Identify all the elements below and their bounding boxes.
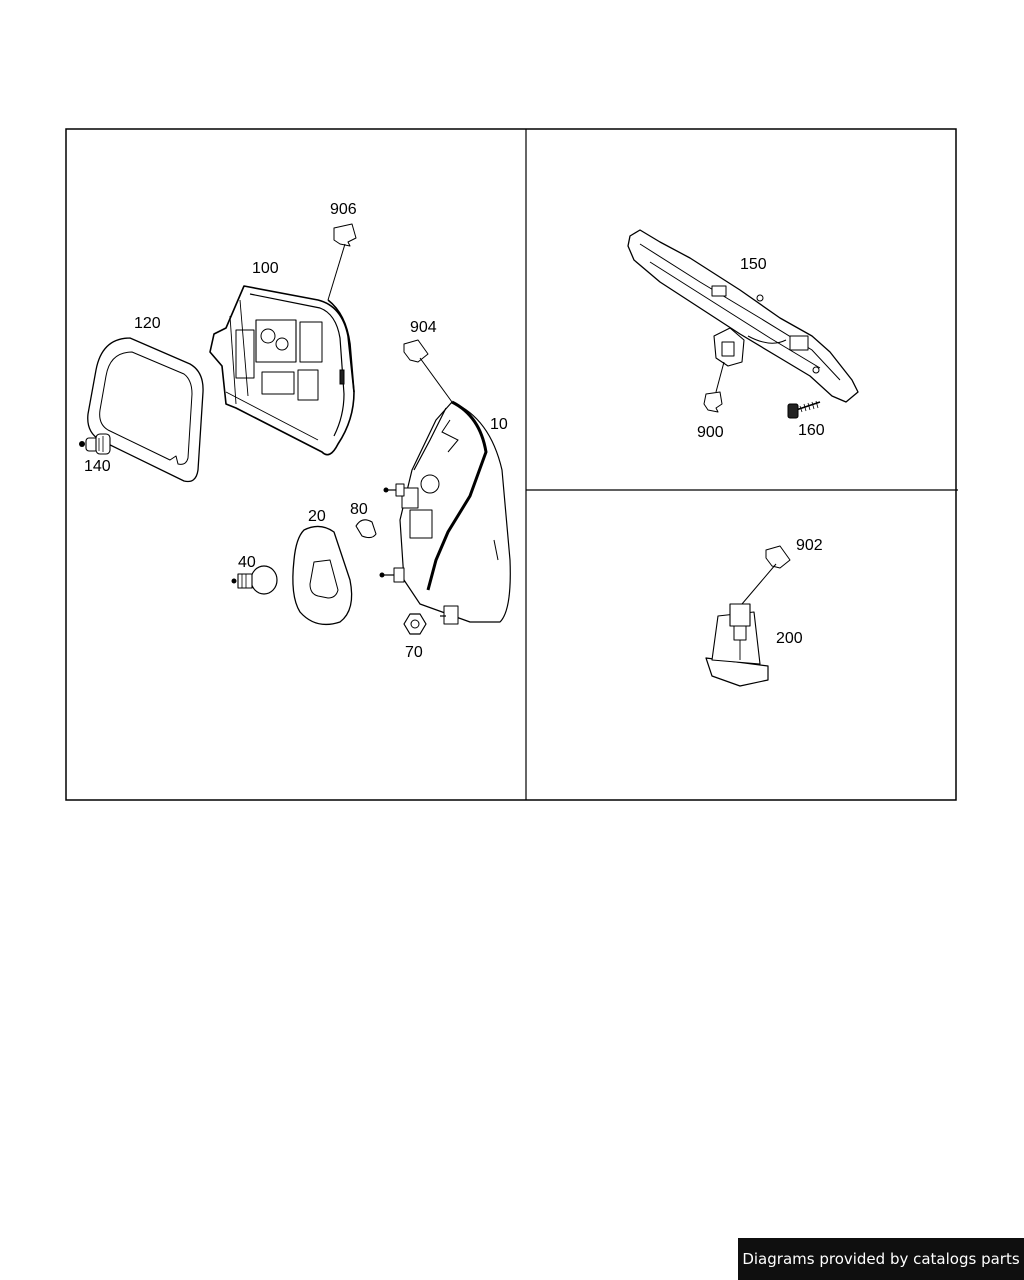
callout-labels: 906 100 120 904 10 140 80 20 40 70 150 9… — [84, 201, 825, 661]
callout-140: 140 — [84, 458, 111, 475]
bulb-140 — [79, 433, 111, 455]
callout-906: 906 — [330, 201, 357, 218]
tail-lamp-lens-10 — [379, 400, 511, 625]
callout-120: 120 — [134, 315, 161, 332]
callout-904: 904 — [410, 319, 437, 336]
connector-clip-150 — [713, 327, 745, 367]
lamp-housing-100 — [209, 285, 355, 456]
callout-200: 200 — [776, 630, 803, 647]
callout-100: 100 — [252, 260, 279, 277]
clip-80 — [355, 519, 377, 539]
callout-40: 40 — [238, 554, 256, 571]
license-lamp-200 — [705, 603, 769, 687]
label-flag-904 — [403, 339, 453, 403]
callout-902: 902 — [796, 537, 823, 554]
callout-80: 80 — [350, 501, 368, 518]
credit-banner: Diagrams provided by catalogs parts — [738, 1238, 1024, 1280]
nut-70 — [403, 613, 427, 635]
bracket-150 — [627, 229, 859, 403]
diagram-frame — [65, 128, 958, 801]
seal-20 — [292, 525, 353, 626]
callout-70: 70 — [405, 644, 423, 661]
callout-160: 160 — [798, 422, 825, 439]
bulb-40 — [231, 565, 278, 595]
label-flag-900 — [703, 361, 725, 413]
callout-10: 10 — [490, 416, 508, 433]
label-flag-906 — [327, 223, 357, 301]
callout-900: 900 — [697, 424, 724, 441]
screw-160 — [787, 400, 821, 419]
callout-150: 150 — [740, 256, 767, 273]
callout-20: 20 — [308, 508, 326, 525]
label-flag-902 — [741, 545, 791, 605]
gasket-120 — [87, 337, 204, 483]
